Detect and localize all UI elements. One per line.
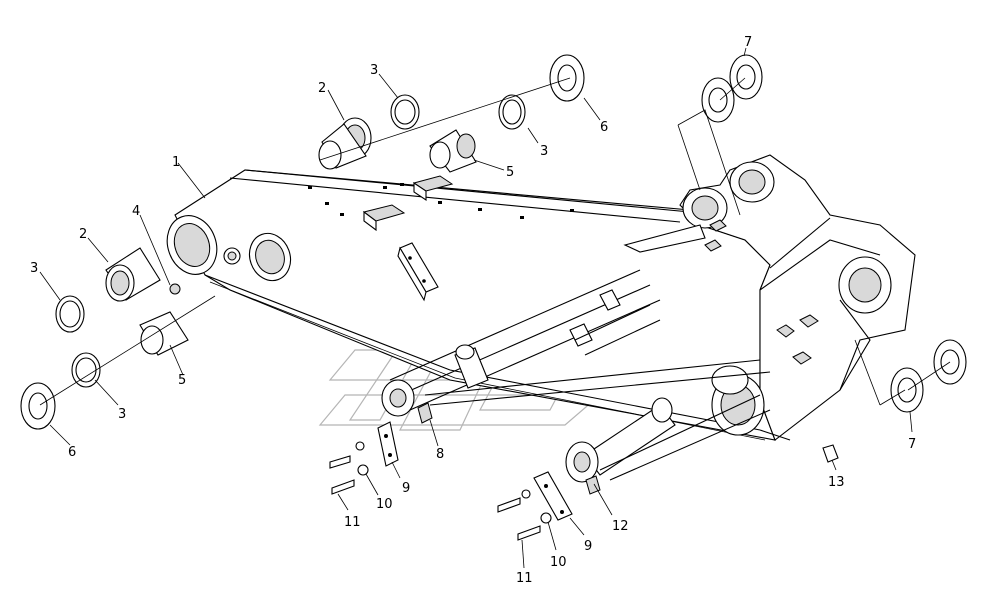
boom-body: [166, 169, 776, 441]
pin-parts: [20, 54, 967, 430]
top-holes: [308, 183, 574, 219]
label-part-3-upper-right: 3: [540, 144, 548, 159]
label-part-9-right: 9: [584, 539, 592, 554]
label-part-5-upper: 5: [506, 165, 514, 180]
bolt-hardware: [329, 421, 839, 541]
label-part-4: 4: [132, 204, 140, 219]
leader-lines: [39, 47, 913, 569]
label-part-2-left: 2: [79, 227, 87, 242]
label-part-3-left-upper: 3: [30, 261, 38, 276]
label-part-13: 13: [828, 475, 845, 490]
label-part-10-left: 10: [376, 497, 393, 512]
label-part-7-top: 7: [744, 35, 752, 50]
label-part-8: 8: [436, 447, 444, 462]
label-part-12: 12: [612, 519, 629, 534]
label-part-10-right: 10: [550, 555, 567, 570]
label-part-2-upper: 2: [318, 81, 326, 96]
label-part-11-right: 11: [516, 571, 533, 586]
label-part-5-left: 5: [178, 373, 186, 388]
label-part-9-left: 9: [402, 481, 410, 496]
label-part-1: 1: [172, 155, 180, 170]
label-part-3-left-lower: 3: [118, 407, 126, 422]
label-part-6-upper: 6: [600, 120, 608, 135]
label-part-7-bottom: 7: [908, 437, 916, 452]
cylinder-assembly: [381, 269, 791, 495]
part-labels: 1 2 3 3 5 6 2 4 3 5 3 6 7 7 8 9 10 11 12…: [30, 35, 916, 586]
label-part-6-left: 6: [68, 445, 76, 460]
label-part-11-left: 11: [344, 515, 361, 530]
label-part-3-upper-left: 3: [370, 63, 378, 78]
